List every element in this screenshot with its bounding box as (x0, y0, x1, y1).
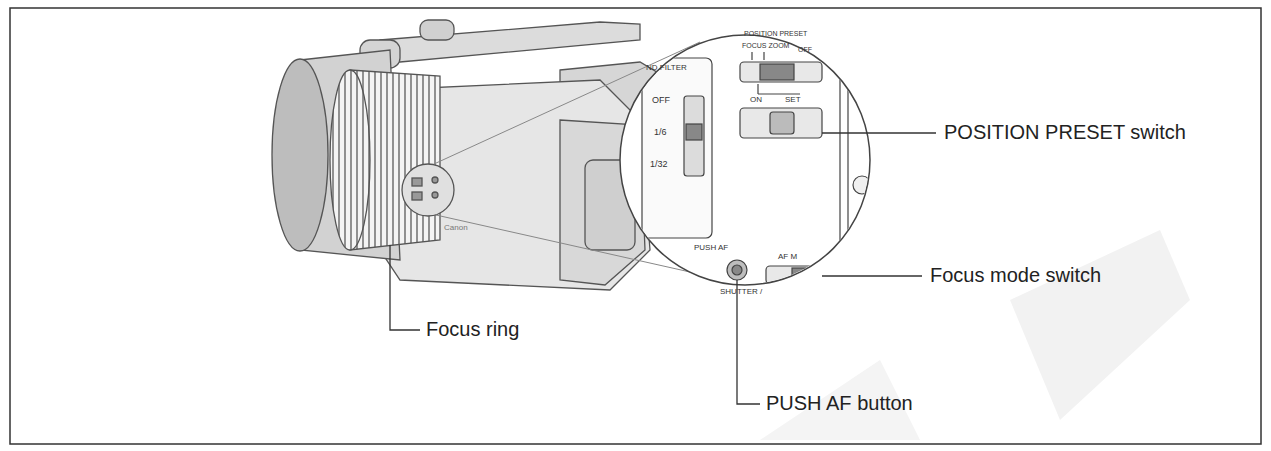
panel-text: OFF (652, 96, 670, 106)
panel-text: 1/6 (654, 128, 667, 138)
watermark (1010, 230, 1190, 420)
panel-text: SHUTTER / (720, 288, 762, 297)
camcorder (272, 20, 674, 290)
panel-text: 1/32 (650, 160, 668, 170)
callout-label: Focus ring (426, 318, 519, 340)
control-panel (642, 30, 871, 298)
panel-text: ND FILTER (646, 64, 687, 73)
callout-label: PUSH AF button (766, 392, 913, 414)
panel-text: PUSH AF (694, 244, 728, 253)
panel-text: FOCUS ZOOM (742, 42, 789, 50)
panel-text: POSITION PRESET (744, 30, 807, 38)
panel-text: OFF (798, 46, 812, 54)
leader-line (390, 133, 936, 404)
panel-text: ON (750, 96, 762, 105)
panel-text: AF M (778, 253, 797, 262)
zoom-circle (620, 35, 870, 285)
panel-text: SET (785, 96, 801, 105)
logo-text: Canon (444, 224, 468, 233)
callout-label: POSITION PRESET switch (944, 121, 1186, 143)
watermark (760, 360, 920, 440)
callout-label: Focus mode switch (930, 264, 1101, 286)
frame (10, 8, 1261, 444)
